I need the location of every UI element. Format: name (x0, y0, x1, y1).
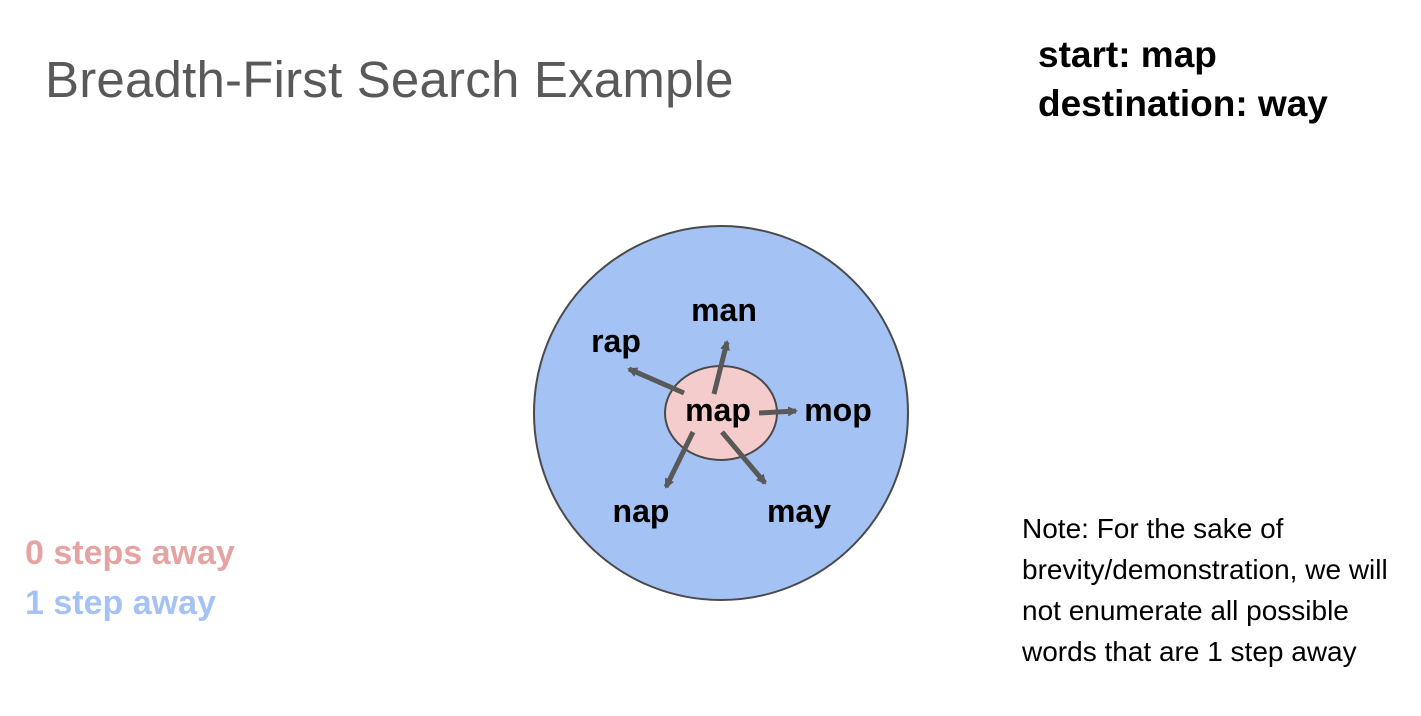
node-rap: rap (591, 323, 641, 359)
legend-zero-steps: 0 steps away (25, 534, 235, 572)
edge-map-may (720, 430, 767, 485)
node-mop: mop (804, 392, 872, 428)
legend: 0 steps away 1 step away (25, 528, 235, 628)
node-may: may (767, 493, 831, 529)
start-label: start: map (1038, 34, 1217, 75)
search-info: start: map destination: way (1038, 30, 1328, 128)
note-text: Note: For the sake of brevity/demonstrat… (1022, 513, 1388, 667)
edge-map-rap (627, 366, 685, 396)
node-man: man (691, 292, 757, 328)
edge-map-nap (663, 430, 696, 489)
destination-label: destination: way (1038, 83, 1328, 124)
edges (627, 340, 798, 489)
edge-map-man (711, 340, 730, 395)
slide-title: Breadth-First Search Example (45, 51, 734, 108)
node-map: map (685, 392, 751, 428)
node-nap: nap (613, 493, 670, 529)
legend-one-step: 1 step away (25, 584, 216, 622)
edge-map-mop (758, 406, 798, 417)
